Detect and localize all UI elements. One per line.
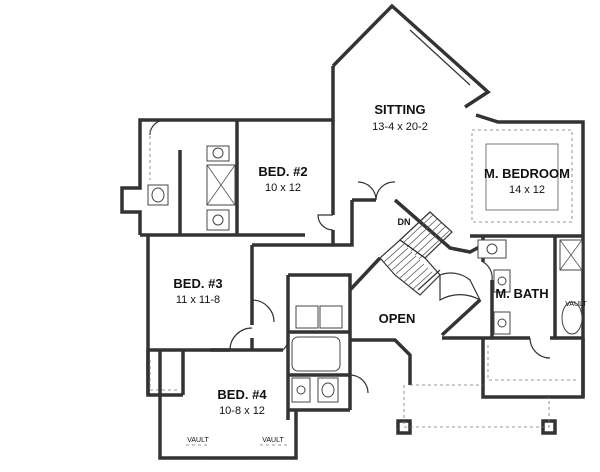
sink	[212, 147, 224, 159]
sink	[296, 385, 306, 395]
interior-walls	[140, 120, 585, 420]
washer	[295, 305, 319, 329]
fixtures	[147, 145, 583, 403]
bed4-dims: 10-8 x 12	[219, 405, 265, 417]
master-bedroom-dims: 14 x 12	[509, 184, 545, 196]
doors	[149, 119, 551, 394]
bed2-dims: 10 x 12	[265, 182, 301, 194]
sink	[486, 243, 498, 255]
toilet	[151, 187, 165, 203]
sitting-label: SITTING	[374, 102, 425, 117]
sitting-dims: 13-4 x 20-2	[372, 121, 428, 133]
closet-lines	[149, 130, 578, 446]
sink	[212, 214, 224, 226]
room-labels: SITTING 13-4 x 20-2 M. BEDROOM 14 x 12 B…	[173, 102, 587, 444]
toilet	[321, 382, 335, 398]
tray-ceiling-outer	[471, 129, 573, 223]
master-bedroom-label: M. BEDROOM	[484, 166, 570, 181]
sink	[497, 318, 507, 328]
tray-ceiling-inner	[485, 143, 559, 211]
bathtub	[291, 336, 341, 372]
vault-right-label: VAULT	[262, 437, 284, 444]
bed3-label: BED. #3	[173, 276, 222, 291]
stairs-down-label: DN	[398, 217, 411, 227]
stair-arrow-line	[417, 269, 441, 291]
dryer	[319, 305, 343, 329]
open-label: OPEN	[379, 311, 416, 326]
bed4-label: BED. #4	[217, 387, 267, 402]
windows	[147, 29, 584, 459]
porch-outline	[403, 385, 550, 428]
sink	[497, 276, 507, 286]
master-bath-label: M. BATH	[495, 286, 548, 301]
vault-bath-label: VAULT	[565, 301, 587, 308]
vault-left-label: VAULT	[187, 437, 209, 444]
bathtub	[561, 301, 583, 335]
bed2-label: BED. #2	[258, 164, 307, 179]
staircase	[379, 211, 482, 302]
bed3-dims: 11 x 11-8	[176, 294, 220, 306]
